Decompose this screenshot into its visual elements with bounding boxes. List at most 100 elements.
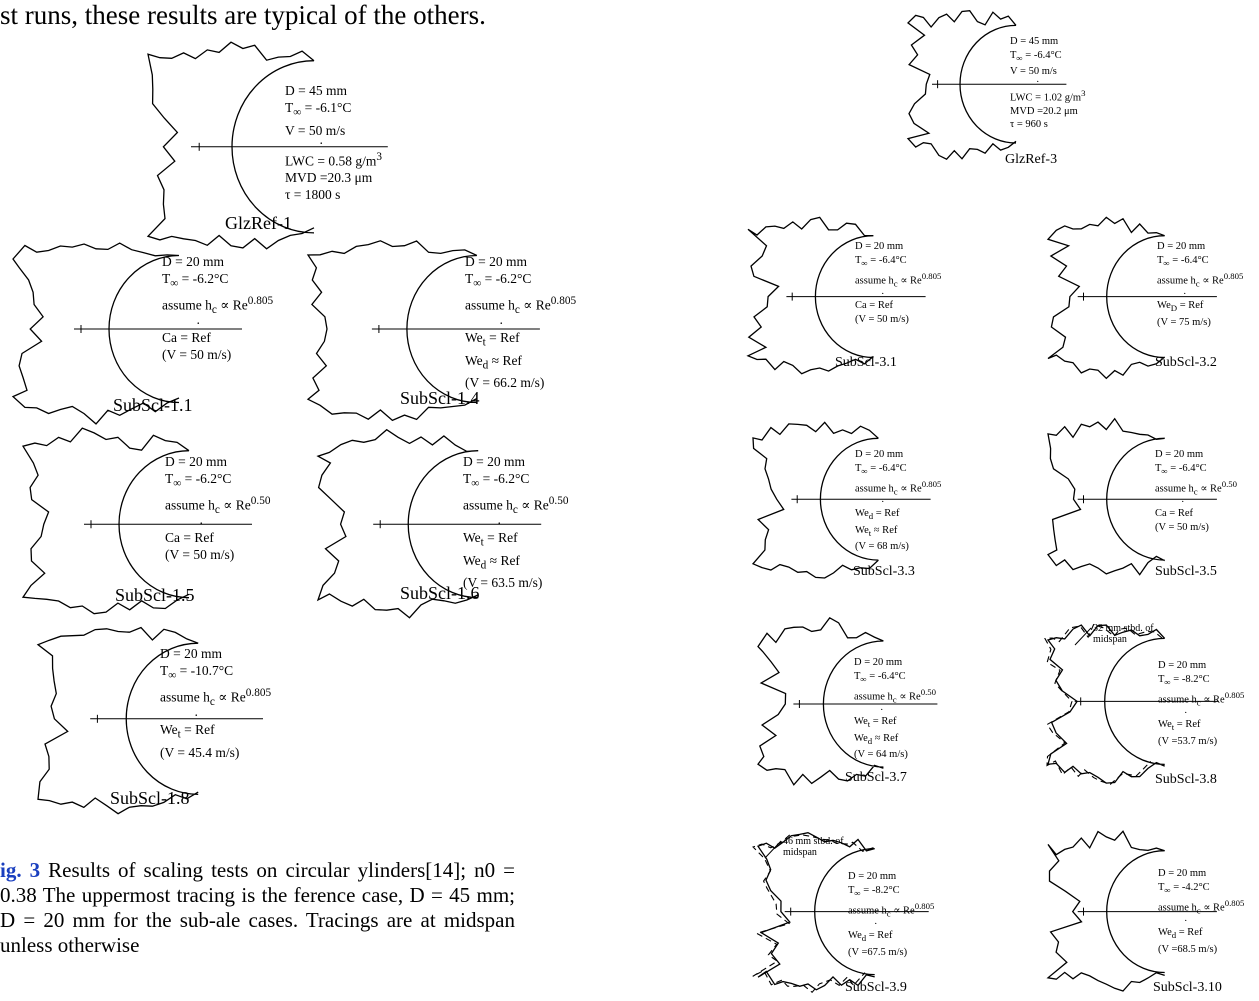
- param-line: T∞ = -6.2°C: [465, 271, 532, 290]
- dot-marker: ·: [1181, 497, 1185, 509]
- panel-caption: SubScl-3.2: [1155, 355, 1217, 370]
- param-line: Wed = Ref: [1158, 927, 1203, 941]
- param-line: assume hc ∝ Re0.805: [848, 901, 935, 919]
- param-line: (V = 75 m/s): [1157, 316, 1211, 328]
- dot-marker: ·: [874, 919, 878, 931]
- param-line: D = 20 mm: [848, 871, 897, 882]
- param-line: D = 20 mm: [463, 454, 525, 469]
- param-line: D = 45 mm: [1010, 36, 1059, 47]
- param-line: T∞ = -6.2°C: [162, 271, 229, 290]
- ice-tracing: [316, 428, 542, 619]
- param-line: V = 50 m/s: [1010, 66, 1057, 78]
- ice-tracing: [36, 626, 263, 815]
- param-line: T∞ = -6.4°C: [1010, 49, 1062, 63]
- param-line: τ = 960 s: [1010, 119, 1048, 131]
- param-line: D = 20 mm: [160, 646, 222, 661]
- param-line: T∞ = -6.4°C: [855, 462, 907, 476]
- param-line: T∞ = -8.2°C: [848, 884, 900, 898]
- panel-caption: GlzRef-1: [225, 213, 292, 233]
- ice-tracing: [906, 10, 1067, 161]
- dot-marker: ·: [881, 497, 885, 509]
- dot-marker: ·: [497, 515, 502, 531]
- param-line: assume hc ∝ Re0.805: [465, 294, 577, 316]
- param-line: V = 50 m/s: [285, 122, 346, 138]
- param-line: Ca = Ref: [855, 300, 893, 312]
- dot-marker: ·: [196, 315, 201, 331]
- dot-marker: ·: [880, 705, 884, 717]
- param-line: (V = 64 m/s): [854, 749, 908, 761]
- note-leader: [764, 840, 782, 859]
- param-line: Ca = Ref: [165, 529, 214, 545]
- panel-caption: SubScl-3.7: [845, 770, 907, 785]
- dot-marker: ·: [1036, 76, 1040, 88]
- param-line: Wet = Ref: [854, 716, 897, 730]
- param-line: D = 20 mm: [855, 241, 904, 252]
- panel-caption: SubScl-1.8: [110, 788, 190, 808]
- note-leader: [1074, 627, 1092, 646]
- param-line: T∞ = -6.2°C: [165, 471, 232, 490]
- dot-marker: ·: [194, 707, 199, 723]
- param-line: Wed = Ref: [848, 930, 893, 944]
- param-line: assume hc ∝ Re0.50: [854, 687, 937, 705]
- panel-subscl-3-7: D = 20 mm T∞ = -6.4°C assume hc ∝ Re0.50·W…: [750, 616, 980, 795]
- param-line: Wet = Ref: [465, 329, 520, 349]
- param-line: (V =68.5 m/s): [1158, 943, 1218, 955]
- param-line: T∞ = -4.2°C: [1158, 881, 1210, 895]
- panel-params: D = 20 mm T∞ = -8.2°C assume hc ∝ Re0.805·…: [848, 870, 934, 959]
- ice-tracing: [11, 242, 242, 425]
- dot-marker: ·: [1184, 708, 1188, 720]
- panel-caption: SubScl-1.6: [400, 583, 480, 603]
- panel-params: D = 45 mm T∞ = -6.4°C V = 50 m/s·LWC = 1.0…: [1010, 35, 1085, 132]
- panel-glzref-3: D = 45 mm T∞ = -6.4°C V = 50 m/s·LWC = 1.0…: [900, 5, 1100, 170]
- param-line: D = 20 mm: [1158, 868, 1207, 879]
- param-line: D = 20 mm: [854, 657, 903, 668]
- param-line: Wet ≈ Ref: [855, 524, 898, 538]
- figure-caption-text: Results of scaling tests on circular yli…: [0, 858, 515, 957]
- param-line: T∞ = -6.4°C: [1155, 462, 1207, 476]
- ice-tracing: [21, 427, 252, 615]
- param-line: MVD =20.3 μm: [285, 170, 373, 186]
- param-line: Wet = Ref: [160, 721, 215, 741]
- param-line: assume hc ∝ Re0.805: [1158, 898, 1245, 916]
- panel-caption: GlzRef-3: [1005, 152, 1058, 167]
- param-line: D = 20 mm: [855, 449, 904, 460]
- figure-caption: ig. 3 Results of scaling tests on circul…: [0, 858, 515, 958]
- ice-tracing: [1046, 216, 1217, 380]
- param-line: LWC = 1.02 g/m3: [1010, 87, 1086, 104]
- ice-tracing: [146, 41, 388, 250]
- param-line: (V =67.5 m/s): [848, 946, 908, 958]
- param-line: (V = 50 m/s): [165, 546, 235, 562]
- param-line: τ = 1800 s: [285, 187, 341, 203]
- param-line: Wed ≈ Ref: [463, 552, 520, 572]
- panel-caption: SubScl-1.1: [113, 395, 193, 415]
- param-line: D = 20 mm: [1155, 449, 1204, 460]
- ice-tracing: [746, 216, 926, 375]
- param-line: (V =53.7 m/s): [1158, 735, 1218, 747]
- param-line: T∞ = -8.2°C: [1158, 673, 1210, 687]
- param-line: (V = 63.5 m/s): [463, 575, 543, 591]
- param-line: T∞ = -6.4°C: [854, 670, 906, 684]
- param-line: D = 20 mm: [165, 454, 227, 469]
- param-line: D = 20 mm: [1157, 241, 1206, 252]
- param-line: T∞ = -6.2°C: [463, 471, 530, 490]
- panel-caption: SubScl-1.4: [400, 388, 480, 408]
- param-line: D = 45 mm: [285, 83, 347, 98]
